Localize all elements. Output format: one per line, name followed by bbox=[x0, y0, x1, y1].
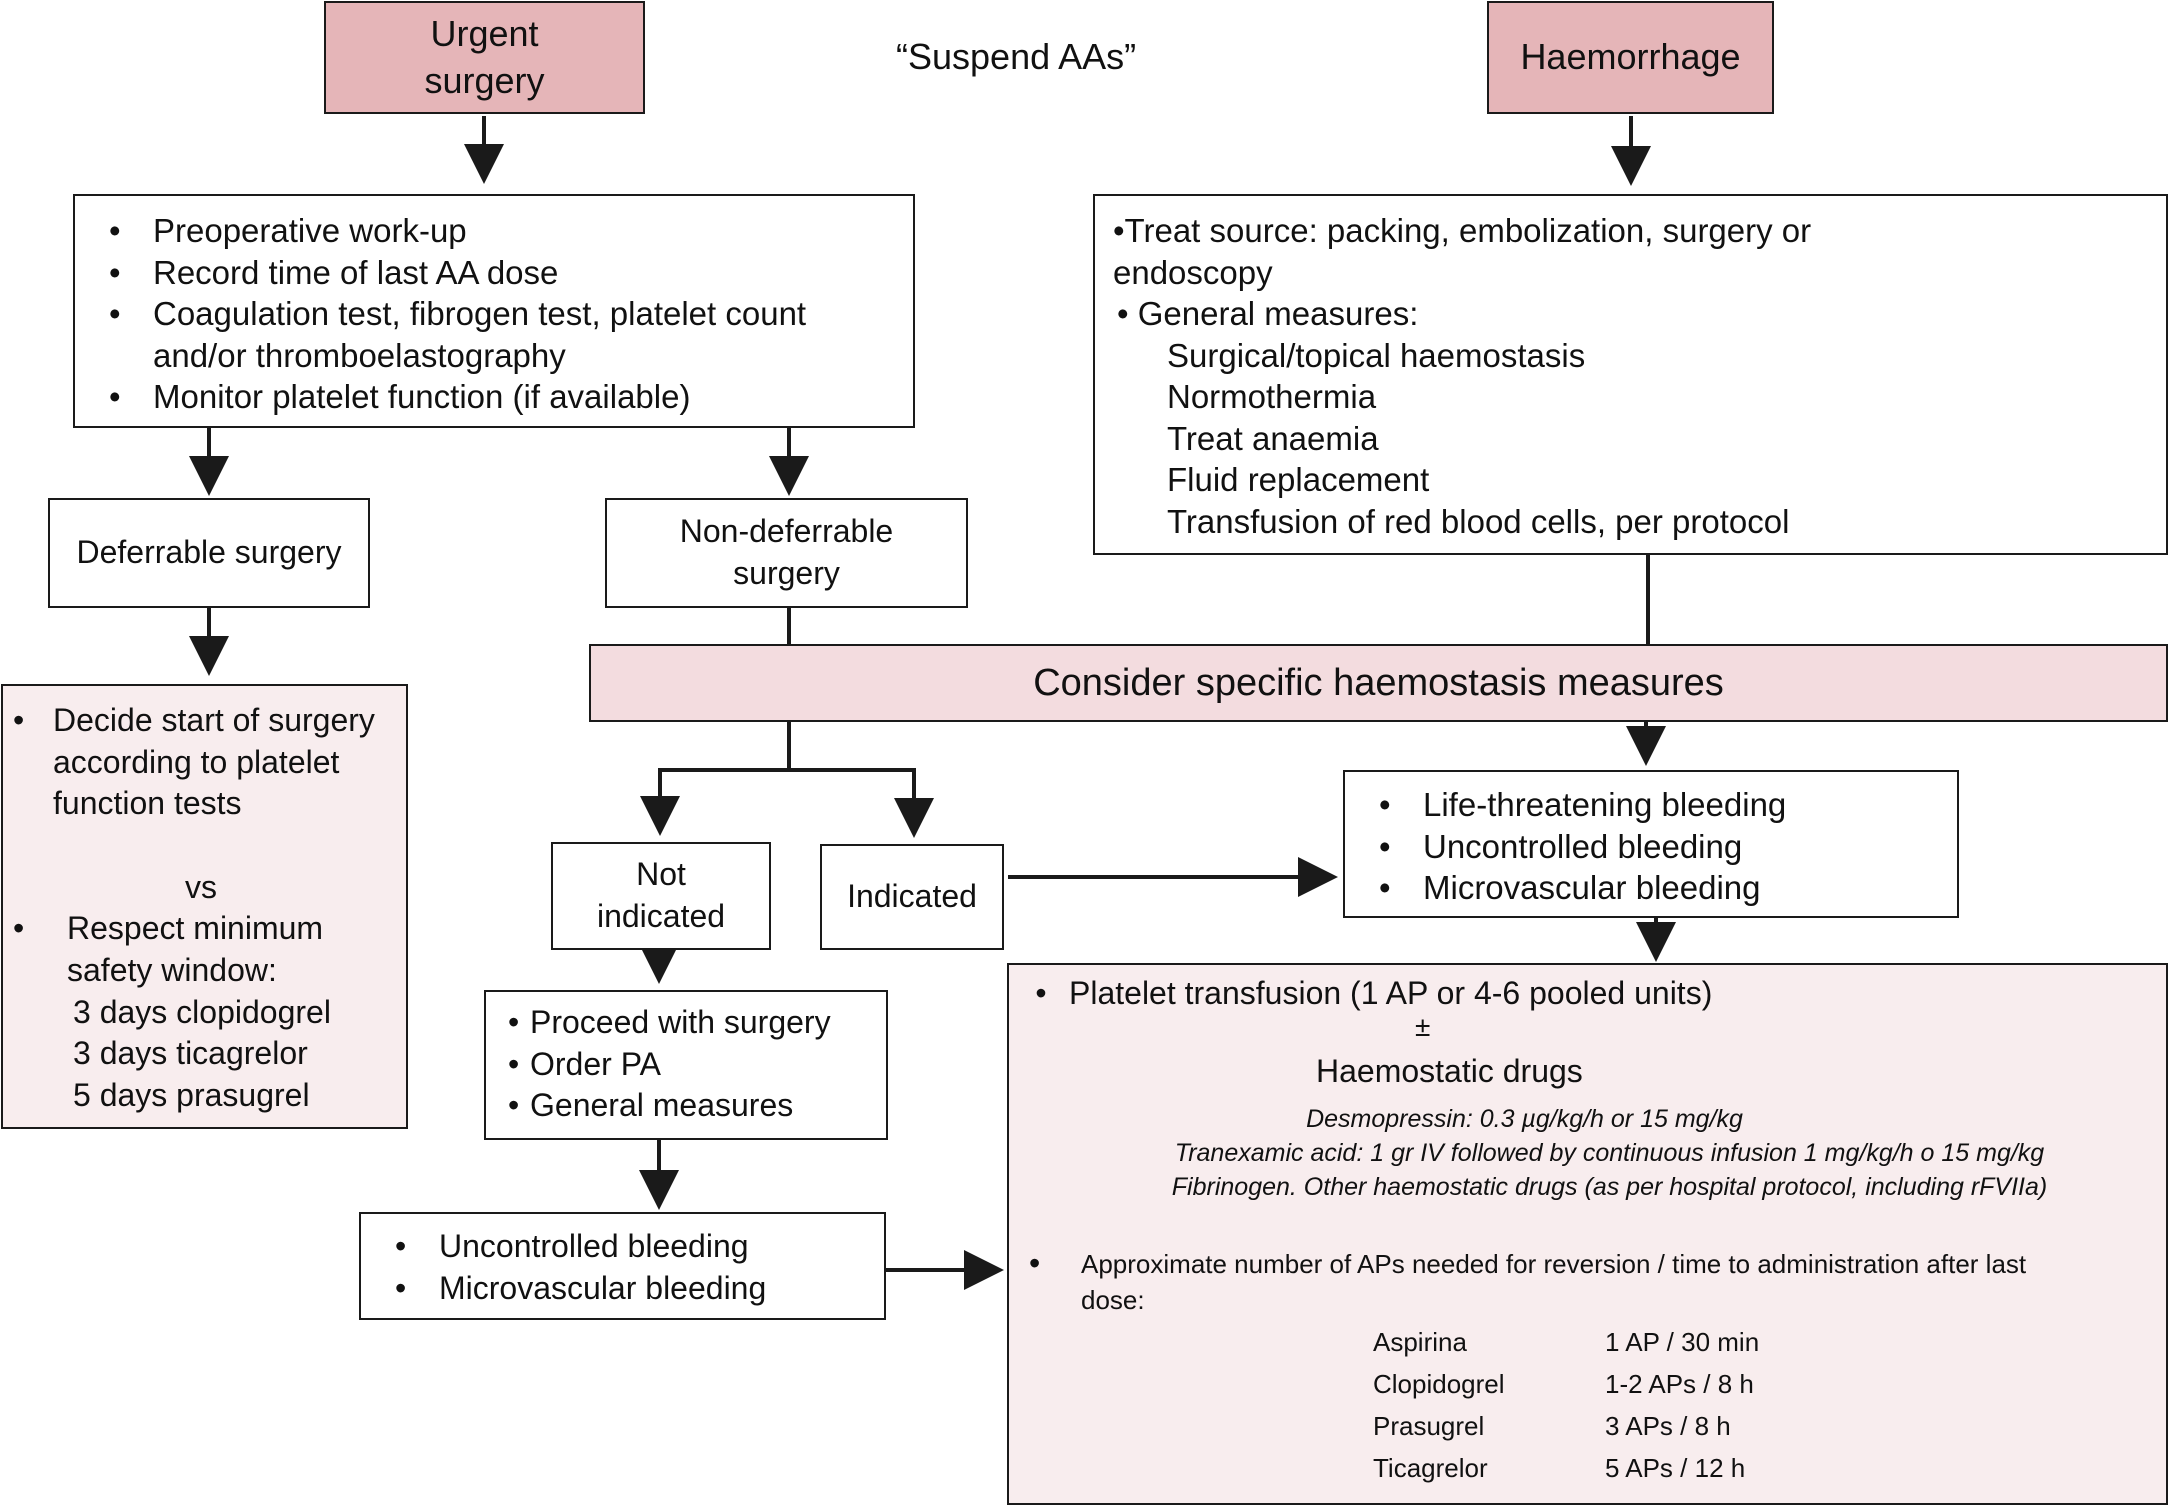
table-cell-drug: Ticagrelor bbox=[1373, 1453, 1488, 1483]
preop-workup-box: Preoperative work-up Record time of last… bbox=[73, 194, 915, 428]
list-item: Fluid replacement bbox=[1167, 461, 1430, 499]
haemostatic-drugs-title: Haemostatic drugs bbox=[1316, 1053, 1583, 1089]
preop-list: Preoperative work-up Record time of last… bbox=[93, 210, 893, 418]
table-cell-value: 1-2 APs / 8 h bbox=[1605, 1369, 1754, 1399]
table-cell-drug: Clopidogrel bbox=[1373, 1369, 1505, 1399]
general-measures-list: Surgical/topical haemostasis Normothermi… bbox=[1113, 335, 2166, 543]
urgent-surgery-label: Urgent surgery bbox=[424, 13, 545, 101]
deferrable-decide-list: Decide start of surgery according to pla… bbox=[11, 700, 400, 825]
approx-label: Approximate number of APs needed for rev… bbox=[1081, 1249, 2027, 1315]
table-cell-value: 5 APs / 12 h bbox=[1605, 1453, 1746, 1483]
list-item: 3 days clopidogrel bbox=[73, 993, 331, 1030]
list-item: Uncontrolled bleeding bbox=[379, 1226, 884, 1268]
list-item: Order PA bbox=[506, 1044, 886, 1086]
reversion-table: Aspirina 1 AP / 30 min Clopidogrel 1-2 A… bbox=[1373, 1327, 1759, 1495]
consider-haemostasis-band: Consider specific haemostasis measures bbox=[589, 644, 2168, 722]
list-item: Desmopressin: 0.3 µg/kg/h or 15 mg/kg bbox=[1306, 1105, 1743, 1133]
table-cell-drug: Prasugrel bbox=[1373, 1411, 1485, 1441]
table-row: Clopidogrel 1-2 APs / 8 h bbox=[1373, 1369, 1759, 1411]
list-item: Preoperative work-up bbox=[93, 210, 893, 252]
haemostatic-drugs-list: Desmopressin: 0.3 µg/kg/h or 15 mg/kg Tr… bbox=[1009, 1103, 2168, 1204]
general-measures-text: General measures: bbox=[1137, 295, 1419, 333]
deferrable-surgery-label: Deferrable surgery bbox=[76, 534, 342, 571]
deferrable-detail-box: Decide start of surgery according to pla… bbox=[1, 684, 408, 1129]
table-cell-drug: Aspirina bbox=[1373, 1327, 1467, 1357]
list-item: Microvascular bleeding bbox=[1363, 867, 1957, 909]
not-indicated-label: Not indicated bbox=[596, 856, 726, 934]
deferrable-window-list: Respect minimum safety window: bbox=[11, 908, 400, 991]
branch-consider-split bbox=[640, 722, 791, 836]
list-item: Treat anaemia bbox=[1167, 419, 1379, 457]
table-row: Ticagrelor 5 APs / 12 h bbox=[1373, 1453, 1759, 1495]
branch-consider-indicated bbox=[789, 768, 934, 838]
indicated-box: Indicated bbox=[820, 844, 1004, 950]
urgent-surgery-box: Urgent surgery bbox=[324, 1, 645, 114]
list-item: Microvascular bleeding bbox=[379, 1268, 884, 1310]
platelet-item: •Platelet transfusion (1 AP or 4-6 poole… bbox=[1035, 975, 1713, 1011]
vs-label: vs bbox=[185, 868, 217, 905]
list-item: Coagulation test, fibrogen test, platele… bbox=[93, 293, 873, 376]
list-item: General measures bbox=[506, 1085, 886, 1127]
safety-window-list: 3 days clopidogrel 3 days ticagrelor 5 d… bbox=[11, 992, 400, 1117]
treat-source-label: •Treat source: packing, embolization, su… bbox=[1113, 212, 1812, 291]
platelet-transfusion-box: •Platelet transfusion (1 AP or 4-6 poole… bbox=[1007, 963, 2168, 1505]
not-indicated-box: Not indicated bbox=[551, 842, 771, 950]
table-cell-value: 1 AP / 30 min bbox=[1605, 1327, 1760, 1357]
table-row: Aspirina 1 AP / 30 min bbox=[1373, 1327, 1759, 1369]
proceed-list: Proceed with surgery Order PA General me… bbox=[506, 1002, 886, 1127]
haemorrhage-box: Haemorrhage bbox=[1487, 1, 1774, 114]
bleeding-bottom-list: Uncontrolled bleeding Microvascular blee… bbox=[379, 1226, 884, 1309]
table-cell-value: 3 APs / 8 h bbox=[1605, 1411, 1731, 1441]
list-item: Monitor platelet function (if available) bbox=[93, 376, 893, 418]
proceed-box: Proceed with surgery Order PA General me… bbox=[484, 990, 888, 1140]
bleeding-bottom-box: Uncontrolled bleeding Microvascular blee… bbox=[359, 1212, 886, 1320]
list-item: Decide start of surgery according to pla… bbox=[11, 700, 400, 825]
consider-haemostasis-label: Consider specific haemostasis measures bbox=[1033, 661, 1724, 704]
list-item: Normothermia bbox=[1167, 378, 1377, 416]
plusminus-label: ± bbox=[1415, 1011, 1431, 1042]
bleeding-top-box: Life-threatening bleeding Uncontrolled b… bbox=[1343, 770, 1959, 918]
list-item: Surgical/topical haemostasis bbox=[1167, 336, 1586, 374]
haemorrhage-label: Haemorrhage bbox=[1520, 36, 1741, 78]
list-item: Life-threatening bleeding bbox=[1363, 784, 1957, 826]
list-item: Proceed with surgery bbox=[506, 1002, 886, 1044]
platelet-transfusion-label: Platelet transfusion (1 AP or 4-6 pooled… bbox=[1069, 975, 1713, 1011]
list-item: 3 days ticagrelor bbox=[73, 1035, 308, 1072]
list-item: Tranexamic acid: 1 gr IV followed by con… bbox=[1174, 1138, 2045, 1167]
approx-item: • Approximate number of APs needed for r… bbox=[1029, 1245, 2089, 1319]
list-item: 5 days prasugrel bbox=[73, 1076, 310, 1113]
table-row: Prasugrel 3 APs / 8 h bbox=[1373, 1411, 1759, 1453]
nondeferrable-surgery-box: Non-deferrable surgery bbox=[605, 498, 968, 608]
general-measures-label: • General measures: bbox=[1117, 295, 1419, 333]
treat-source-box: •Treat source: packing, embolization, su… bbox=[1093, 194, 2168, 555]
list-item: Record time of last AA dose bbox=[93, 252, 893, 294]
nondeferrable-surgery-label: Non-deferrable surgery bbox=[679, 513, 894, 591]
deferrable-surgery-box: Deferrable surgery bbox=[48, 498, 370, 608]
list-item: Fibrinogen. Other haemostatic drugs (as … bbox=[1171, 1172, 2048, 1201]
bleeding-top-list: Life-threatening bleeding Uncontrolled b… bbox=[1363, 784, 1957, 909]
list-item: Uncontrolled bleeding bbox=[1363, 826, 1957, 868]
list-item: Respect minimum safety window: bbox=[11, 908, 400, 991]
list-item: Transfusion of red blood cells, per prot… bbox=[1167, 503, 1790, 541]
indicated-label: Indicated bbox=[847, 878, 977, 915]
suspend-aas-label: “Suspend AAs” bbox=[896, 36, 1137, 77]
